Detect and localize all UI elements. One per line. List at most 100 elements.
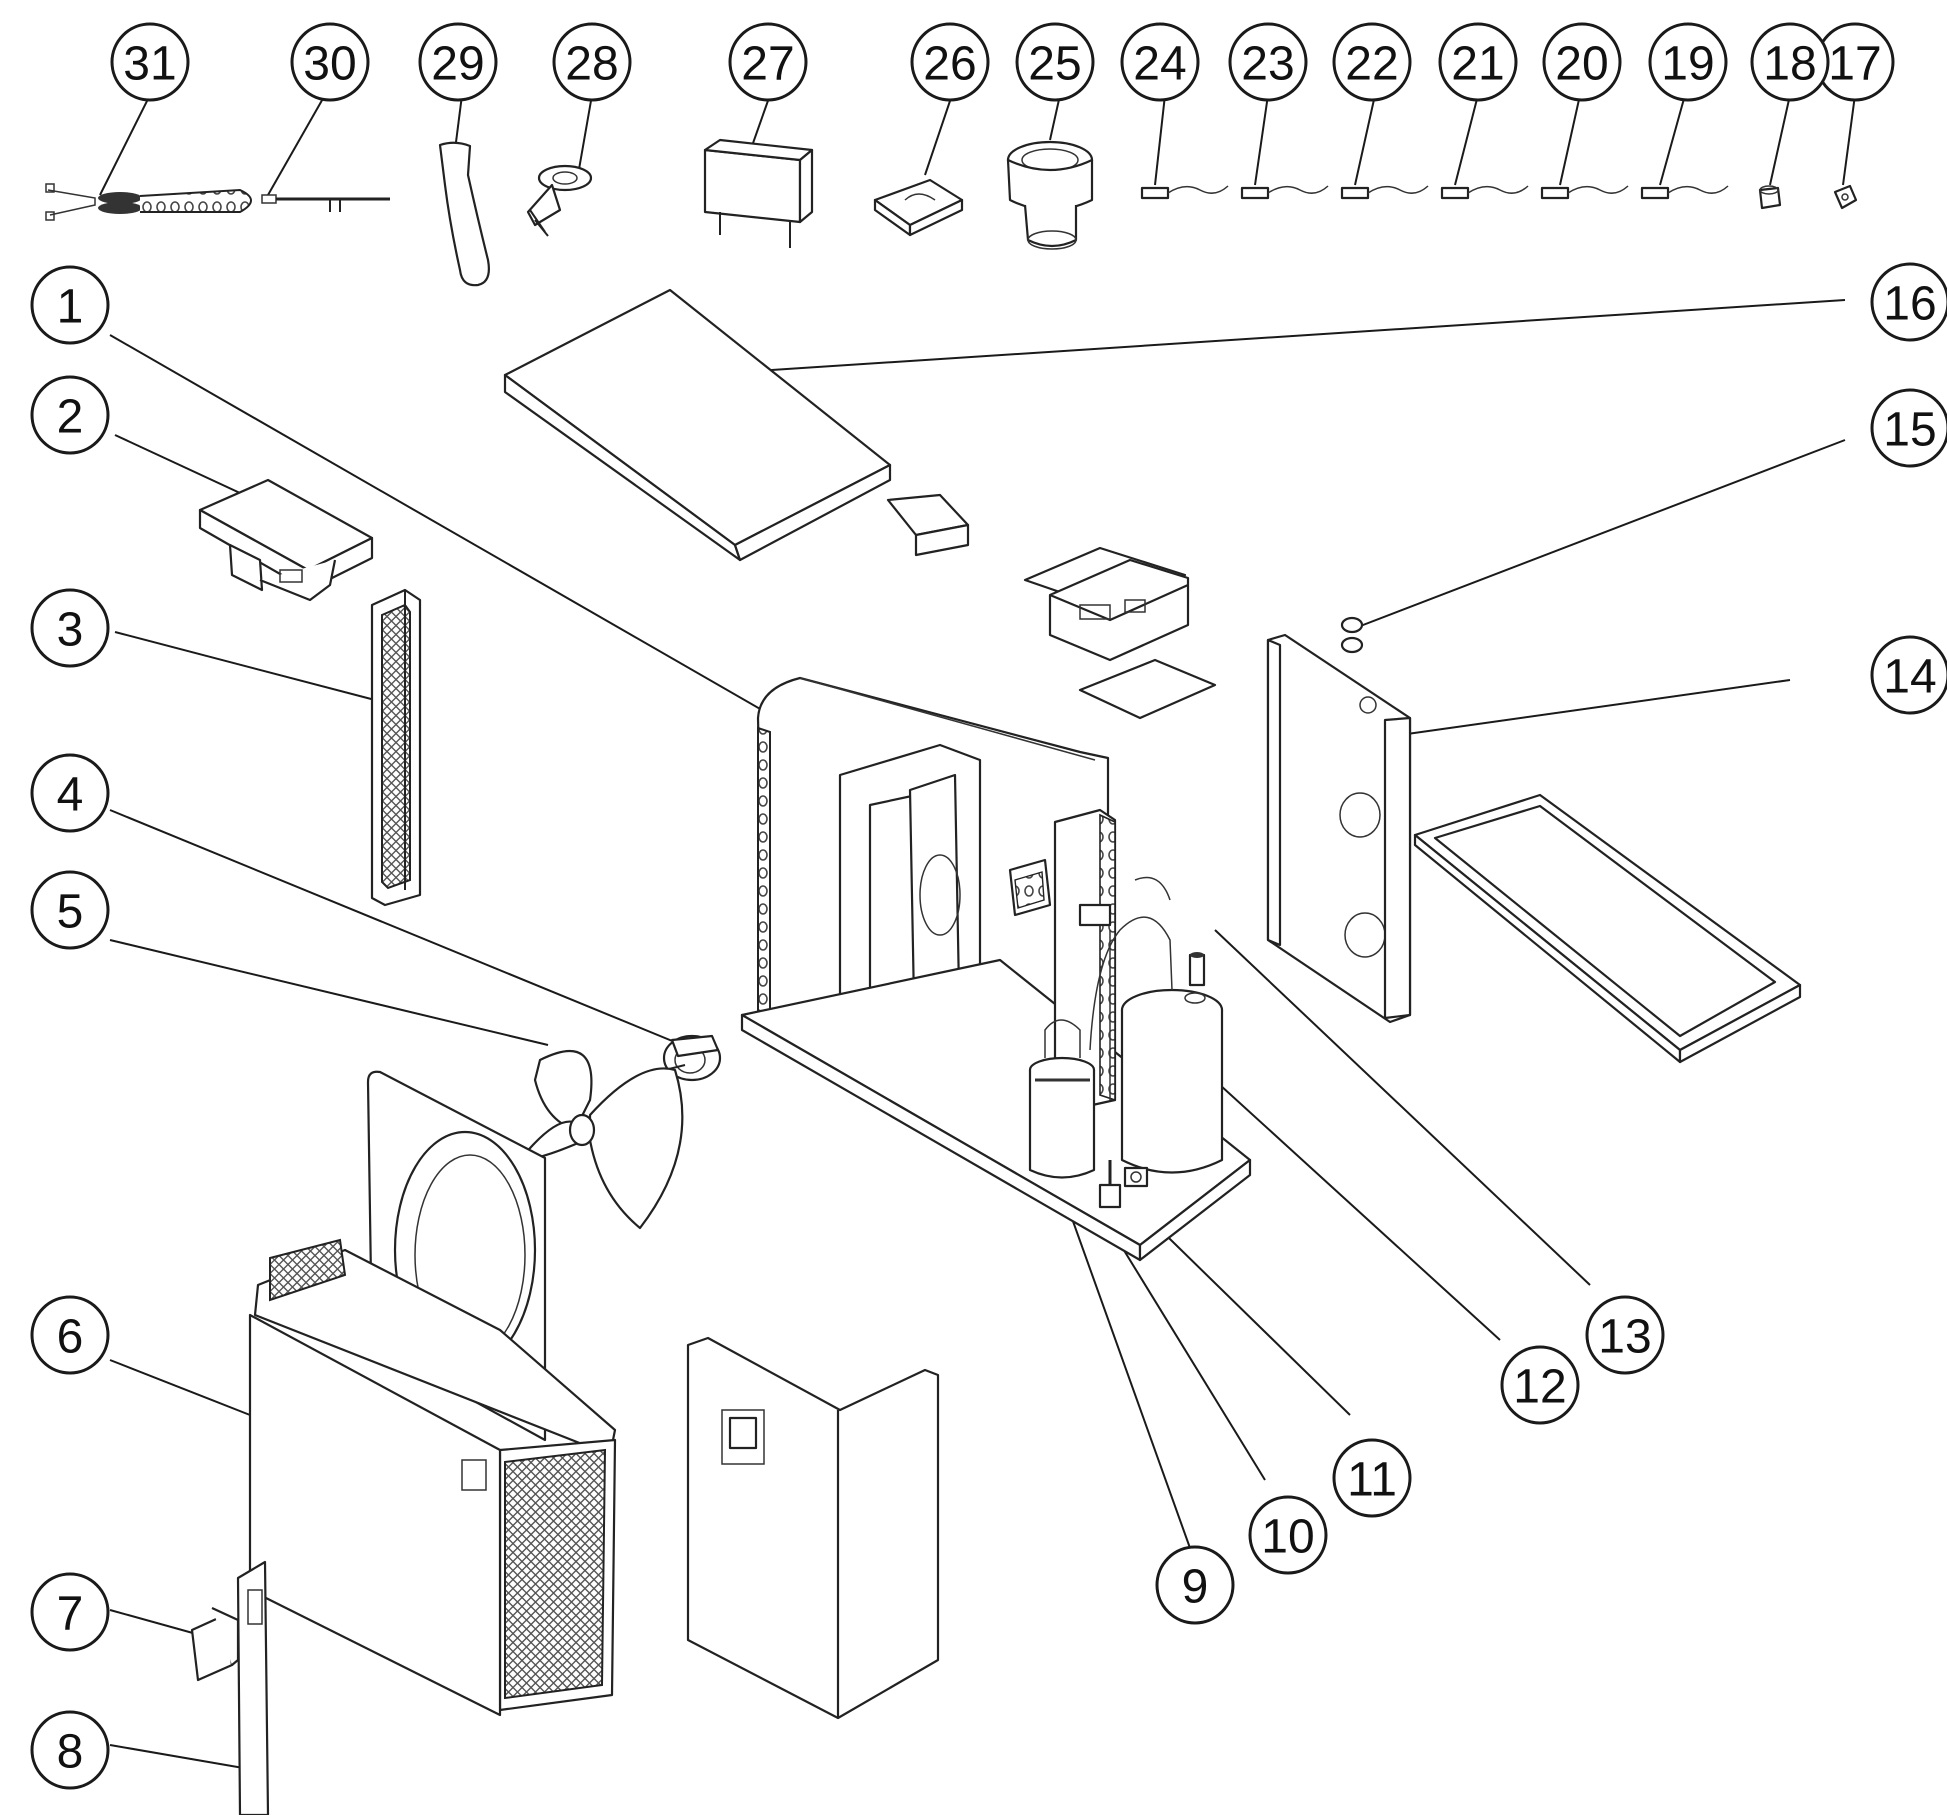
callout-13: 13: [1585, 1295, 1665, 1375]
callout-label: 24: [1133, 38, 1186, 91]
callout-label: 11: [1347, 1454, 1397, 1507]
callout-circle: [30, 265, 110, 345]
callout-circle: [30, 588, 110, 668]
callout-17: 17: [1815, 22, 1895, 102]
callout-label: 25: [1028, 38, 1081, 91]
part-10-valve: [1098, 1160, 1122, 1209]
callout-6: 6: [30, 1295, 110, 1375]
callout-circle: [30, 1710, 110, 1790]
part-18-valve-cap: [1758, 185, 1782, 210]
callout-circle: [1155, 1545, 1235, 1625]
part-30-probe: [261, 194, 390, 212]
callout-label: 26: [923, 38, 976, 91]
callout-label: 10: [1261, 1511, 1314, 1564]
callout-8: 8: [30, 1710, 110, 1790]
callout-label: 30: [303, 38, 356, 91]
part-16-top-cover: [503, 288, 970, 562]
part-4-fan-motor: [662, 1034, 722, 1082]
part-8-service-panel: [236, 1560, 270, 1815]
callout-26: 26: [910, 22, 990, 102]
callout-5: 5: [30, 870, 110, 950]
callout-label: 12: [1513, 1361, 1566, 1414]
callout-circle: [1332, 22, 1412, 102]
callout-31: 31: [110, 22, 190, 102]
callout-circle: [1248, 1495, 1328, 1575]
callout-circle: [30, 375, 110, 455]
callout-circle: [290, 22, 370, 102]
part-1-reactor-bracket: [1008, 858, 1052, 917]
callout-label: 23: [1241, 38, 1294, 91]
part-26-pad: [873, 178, 964, 237]
callout-circle: [1750, 22, 1830, 102]
callout-circle: [418, 22, 498, 102]
callout-10: 10: [1248, 1495, 1328, 1575]
callout-label: 2: [57, 391, 84, 444]
part-19-sensor: [1640, 185, 1729, 200]
callout-label: 4: [57, 769, 84, 822]
callout-label: 6: [57, 1311, 84, 1364]
part-20-sensor: [1540, 185, 1629, 200]
callout-circle: [1870, 262, 1947, 342]
part-25-rubber-foot: [1006, 140, 1094, 250]
callout-label: 21: [1451, 38, 1504, 91]
callout-label: 19: [1661, 38, 1714, 91]
callout-19: 19: [1648, 22, 1728, 102]
callout-15: 15: [1870, 388, 1947, 468]
callout-circle: [1500, 1345, 1580, 1425]
callout-29: 29: [418, 22, 498, 102]
callout-circle: [1542, 22, 1622, 102]
callout-label: 16: [1883, 278, 1936, 331]
callout-circle: [30, 1572, 110, 1652]
callout-label: 18: [1763, 38, 1816, 91]
callout-circle: [728, 22, 808, 102]
callout-label: 7: [57, 1588, 84, 1641]
callout-circle: [1870, 388, 1947, 468]
callout-label: 13: [1598, 1311, 1651, 1364]
callout-circle: [1015, 22, 1095, 102]
callout-label: 20: [1555, 38, 1608, 91]
callout-label: 9: [1182, 1561, 1209, 1614]
callout-9: 9: [1155, 1545, 1235, 1625]
callout-4: 4: [30, 753, 110, 833]
callout-21: 21: [1438, 22, 1518, 102]
callout-16: 16: [1870, 262, 1947, 342]
part-24-sensor: [1140, 185, 1229, 200]
part-21-sensor: [1440, 185, 1529, 200]
callout-label: 8: [57, 1726, 84, 1779]
part-15-cable-glands: [1340, 616, 1364, 654]
callout-label: 27: [741, 38, 794, 91]
callout-circle: [1585, 1295, 1665, 1375]
leader-lines: [99, 94, 1856, 1771]
callout-22: 22: [1332, 22, 1412, 102]
part-22-sensor: [1340, 185, 1429, 200]
part-6-outer-casing: [248, 1238, 617, 1717]
callout-label: 31: [123, 38, 176, 91]
callout-30: 30: [290, 22, 370, 102]
callout-circle: [1332, 1438, 1412, 1518]
callout-label: 5: [57, 886, 84, 939]
part-12-compressor: [1120, 988, 1224, 1174]
callout-label: 1: [57, 281, 84, 334]
part-29-drain-hose: [438, 141, 490, 287]
callout-14: 14: [1870, 635, 1947, 715]
callout-label: 29: [431, 38, 484, 91]
callout-28: 28: [552, 22, 632, 102]
part-2-control-board: [198, 478, 374, 602]
callout-23: 23: [1228, 22, 1308, 102]
callout-2: 2: [30, 375, 110, 455]
callout-circle: [910, 22, 990, 102]
part-17-nut: [1833, 184, 1858, 210]
callout-circle: [552, 22, 632, 102]
callout-18: 18: [1750, 22, 1830, 102]
callout-circle: [110, 22, 190, 102]
part-14-base-frame: [1413, 793, 1802, 1064]
callout-11: 11: [1332, 1438, 1412, 1518]
part-14-rear-side-panel: [1266, 633, 1412, 1024]
callout-circle: [30, 870, 110, 950]
callout-label: 15: [1883, 404, 1936, 457]
callout-1: 1: [30, 265, 110, 345]
part-27-capacitor: [703, 138, 814, 248]
callout-12: 12: [1500, 1345, 1580, 1425]
callout-27: 27: [728, 22, 808, 102]
